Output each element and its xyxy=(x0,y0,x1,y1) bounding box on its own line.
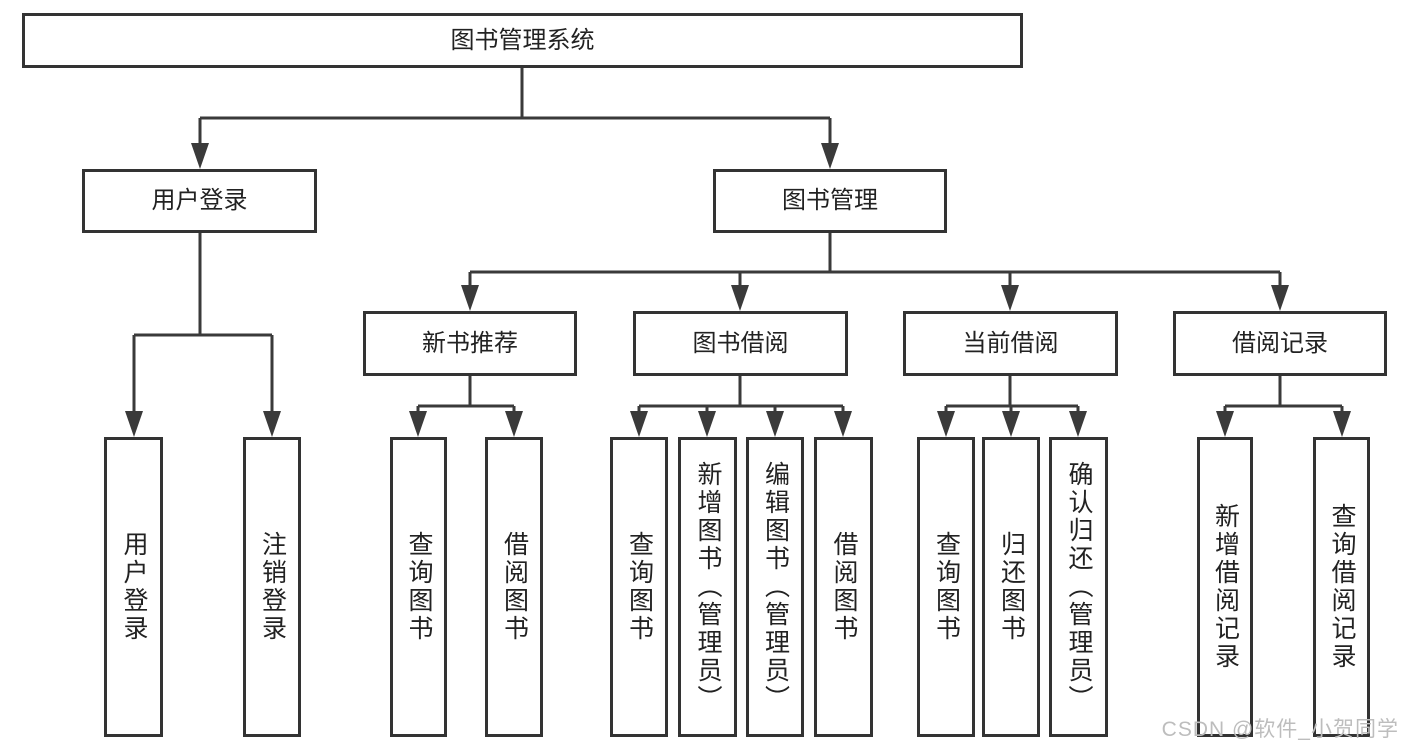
node-leaf-query-books-3: 查询图书 xyxy=(917,437,975,737)
node-user-login: 用户登录 xyxy=(82,169,317,233)
arrowhead-down-icon xyxy=(1333,411,1351,437)
arrowhead-down-icon xyxy=(698,411,716,437)
node-book-borrow: 图书借阅 xyxy=(633,311,848,376)
node-leaf-confirm-return-admin: 确认归还（管理员） xyxy=(1049,437,1108,737)
arrowhead-down-icon xyxy=(1002,411,1020,437)
node-leaf-add-books-admin: 新增图书（管理员） xyxy=(678,437,737,737)
arrowhead-down-icon xyxy=(1001,285,1019,311)
node-book-management: 图书管理 xyxy=(713,169,947,233)
arrowhead-down-icon xyxy=(821,143,839,169)
arrowhead-down-icon xyxy=(834,411,852,437)
arrowhead-down-icon xyxy=(1069,411,1087,437)
arrowhead-down-icon xyxy=(461,285,479,311)
arrowhead-down-icon xyxy=(409,411,427,437)
arrowhead-down-icon xyxy=(630,411,648,437)
node-new-book-recommend: 新书推荐 xyxy=(363,311,577,376)
node-leaf-query-books-2: 查询图书 xyxy=(610,437,668,737)
arrowhead-down-icon xyxy=(125,411,143,437)
arrowhead-down-icon xyxy=(937,411,955,437)
node-leaf-borrow-books-1: 借阅图书 xyxy=(485,437,543,737)
node-leaf-logout: 注销登录 xyxy=(243,437,301,737)
arrowhead-down-icon xyxy=(191,143,209,169)
node-current-borrow: 当前借阅 xyxy=(903,311,1118,376)
node-leaf-return-books: 归还图书 xyxy=(982,437,1040,737)
arrowhead-down-icon xyxy=(1216,411,1234,437)
node-leaf-query-borrow-record: 查询借阅记录 xyxy=(1313,437,1370,737)
arrowhead-down-icon xyxy=(1271,285,1289,311)
node-leaf-add-borrow-record: 新增借阅记录 xyxy=(1197,437,1253,737)
node-leaf-user-login: 用户登录 xyxy=(104,437,163,737)
arrowhead-down-icon xyxy=(263,411,281,437)
arrowhead-down-icon xyxy=(505,411,523,437)
node-root-system: 图书管理系统 xyxy=(22,13,1023,68)
arrowhead-down-icon xyxy=(731,285,749,311)
node-leaf-edit-books-admin: 编辑图书（管理员） xyxy=(746,437,804,737)
arrowhead-down-icon xyxy=(766,411,784,437)
watermark: CSDN @软件_小贺同学 xyxy=(1161,718,1399,741)
node-leaf-query-books-1: 查询图书 xyxy=(390,437,447,737)
node-borrow-records: 借阅记录 xyxy=(1173,311,1387,376)
node-leaf-borrow-books-2: 借阅图书 xyxy=(814,437,873,737)
